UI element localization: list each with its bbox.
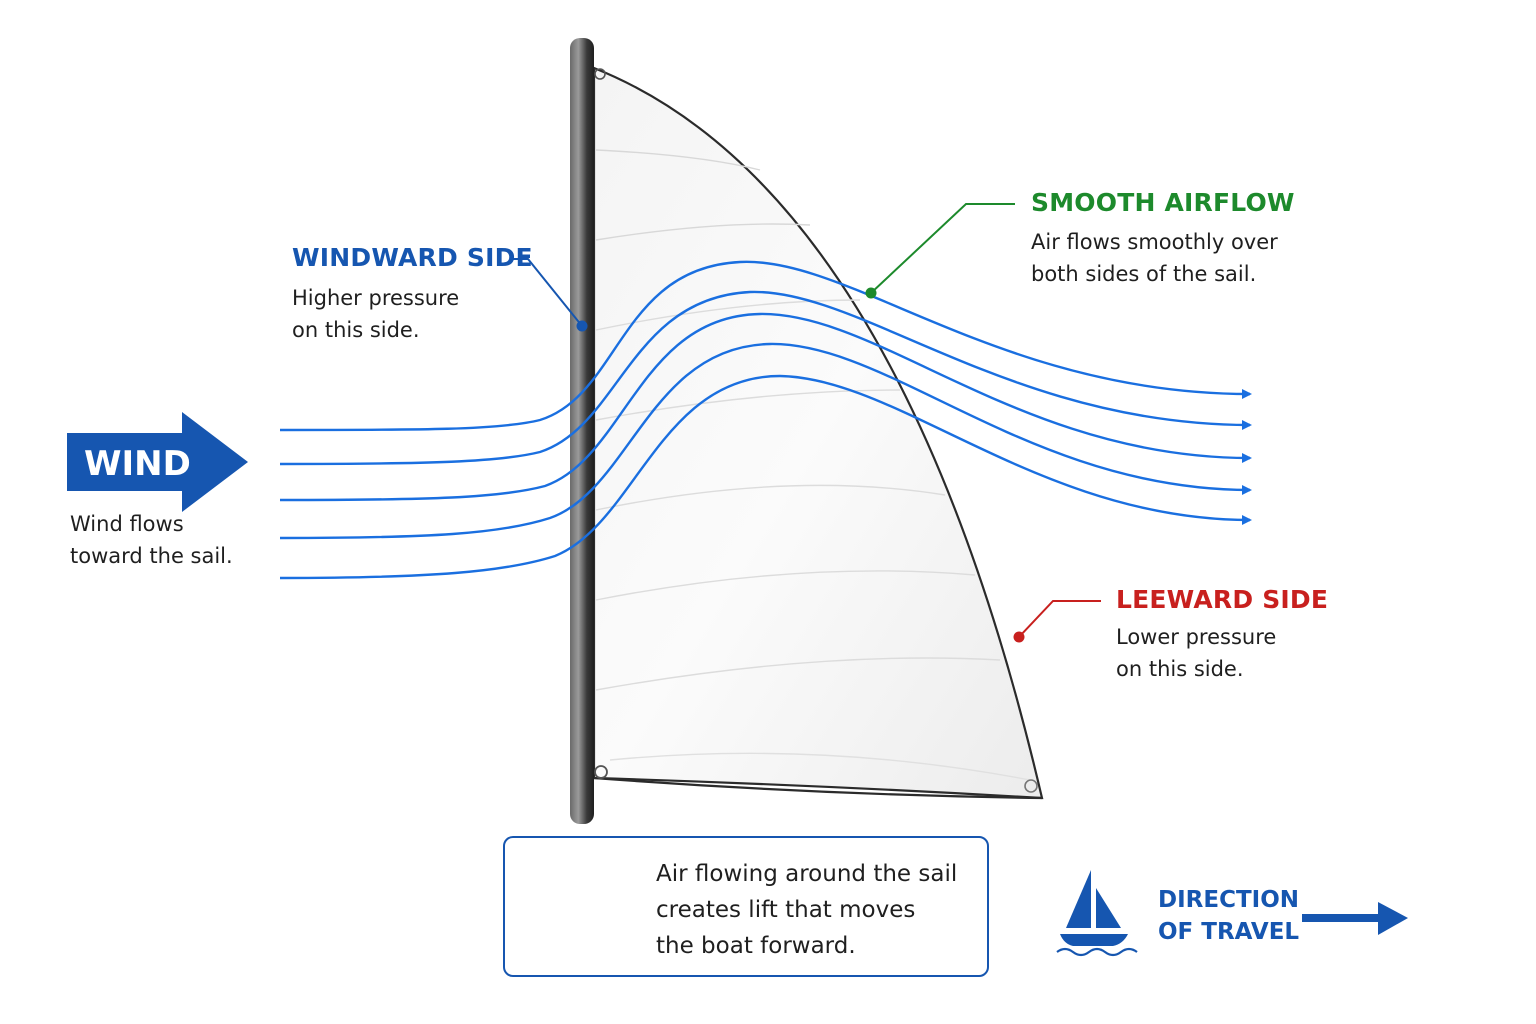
wind-label: WIND <box>84 444 191 484</box>
streamline-4 <box>279 342 1252 540</box>
smooth-airflow-leader <box>865 203 1015 299</box>
wind-description: Wind flows toward the sail. <box>70 512 233 568</box>
windward-side-title: WINDWARD SIDE <box>292 243 533 272</box>
streamline-1 <box>279 260 1252 432</box>
lift-info-text: Air flowing around the sail creates lift… <box>656 861 958 959</box>
windward-leader <box>510 258 588 332</box>
windward-side-description: Higher pressure on this side. <box>292 286 460 342</box>
right-arrow-icon <box>1302 902 1408 935</box>
leeward-side-title: LEEWARD SIDE <box>1116 585 1329 614</box>
leeward-leader <box>1013 600 1101 643</box>
smooth-airflow-description: Air flows smoothly over both sides of th… <box>1031 230 1278 286</box>
wind-arrow-icon <box>67 412 248 512</box>
airflow-lines <box>279 260 1252 580</box>
smooth-airflow-title: SMOOTH AIRFLOW <box>1031 188 1295 217</box>
mast <box>570 38 594 824</box>
streamline-5 <box>279 374 1252 580</box>
leeward-side-description: Lower pressure on this side. <box>1116 625 1277 681</box>
streamline-3 <box>279 312 1252 502</box>
lift-info-box: Air flowing around the sail creates lift… <box>503 836 989 977</box>
direction-of-travel-label: DIRECTION OF TRAVEL <box>1158 887 1300 945</box>
sail <box>592 66 1044 800</box>
sailboat-waves-icon <box>1056 870 1138 957</box>
streamline-2 <box>279 290 1252 466</box>
